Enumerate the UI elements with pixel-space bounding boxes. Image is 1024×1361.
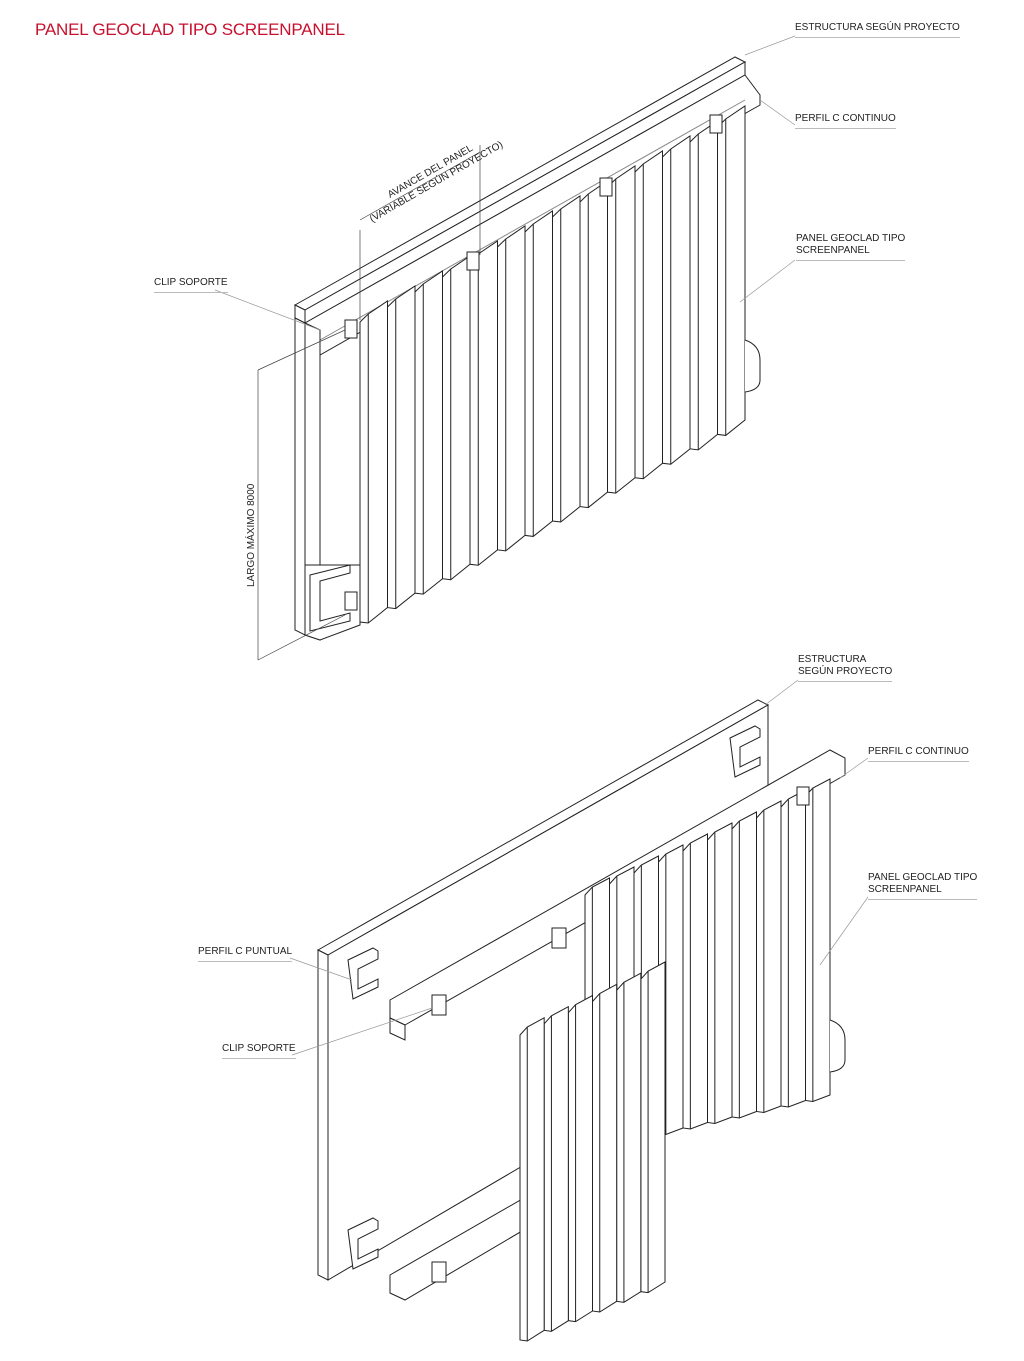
- panel-strip: [579, 180, 608, 509]
- panel-strip: [616, 972, 642, 1303]
- panel-strip: [519, 1016, 545, 1342]
- panel-strip: [634, 150, 663, 480]
- top-panel-strips: [359, 105, 746, 624]
- panel-strip: [662, 135, 691, 465]
- top-leader-lines: [214, 35, 796, 331]
- top-clips: [344, 114, 723, 611]
- bottom-panel-end: [829, 1019, 846, 1073]
- panel-strip: [387, 285, 416, 610]
- panel-strip: [731, 811, 757, 1119]
- panel-strip: [592, 983, 618, 1313]
- top-frame-left: [294, 317, 361, 641]
- label-estructura-segun-proyecto: ESTRUCTURA SEGÚN PROYECTO: [795, 22, 960, 38]
- panel-strip: [442, 255, 471, 581]
- label-perfil-c-puntual: PERFIL C PUNTUAL: [198, 946, 293, 962]
- panel-strip: [707, 822, 733, 1125]
- label-panel-line1-2: PANEL GEOCLAD TIPO: [868, 872, 978, 883]
- label-panel-line1: PANEL GEOCLAD TIPO: [796, 233, 906, 244]
- top-dimension-lines: [257, 145, 481, 661]
- panel-strip: [567, 994, 593, 1323]
- panel-strip: [414, 270, 443, 595]
- panel-strip: [805, 778, 831, 1103]
- label-panel-line2-2: SCREENPANEL: [868, 884, 942, 895]
- label-panel-line2: SCREENPANEL: [796, 245, 870, 256]
- panel-strip: [359, 300, 388, 624]
- panel-strip: [640, 961, 666, 1294]
- label-largo-maximo: LARGO MÁXIMO 8000: [246, 483, 257, 587]
- label-clip-soporte: CLIP SOPORTE: [154, 277, 228, 293]
- label-estructura-line1: ESTRUCTURA: [798, 654, 867, 665]
- panel-strip: [682, 833, 708, 1130]
- panel-strip: [524, 210, 553, 537]
- label-panel-geoclad-2: PANEL GEOCLAD TIPO SCREENPANEL: [868, 872, 978, 900]
- top-structure-beam: [293, 56, 761, 356]
- panel-strip: [543, 1005, 569, 1332]
- panel-strip: [607, 165, 636, 494]
- bottom-leader-lines: [289, 679, 869, 1056]
- panel-strip: [497, 225, 526, 552]
- page-title: PANEL GEOCLAD TIPO SCREENPANEL: [35, 20, 345, 39]
- top-panel-end: [744, 339, 761, 393]
- panel-strip: [756, 800, 782, 1114]
- panel-strip: [780, 789, 806, 1108]
- bottom-clips: [431, 786, 810, 1283]
- bottom-perfil-c-puntual: [347, 725, 761, 1270]
- panel-strip: [552, 195, 581, 523]
- bottom-panel-strips-front: [519, 961, 666, 1342]
- label-clip-soporte-2: CLIP SOPORTE: [222, 1043, 296, 1059]
- label-estructura-line2: SEGÚN PROYECTO: [798, 666, 893, 677]
- panel-strip: [469, 240, 498, 566]
- panel-strip: [689, 120, 718, 451]
- label-estructura-segun-proyecto-2: ESTRUCTURA SEGÚN PROYECTO: [798, 654, 893, 682]
- label-perfil-c-continuo: PERFIL C CONTINUO: [795, 113, 896, 129]
- label-panel-geoclad: PANEL GEOCLAD TIPO SCREENPANEL: [796, 233, 906, 261]
- label-perfil-c-continuo-2: PERFIL C CONTINUO: [868, 746, 969, 762]
- panel-strip: [717, 105, 746, 436]
